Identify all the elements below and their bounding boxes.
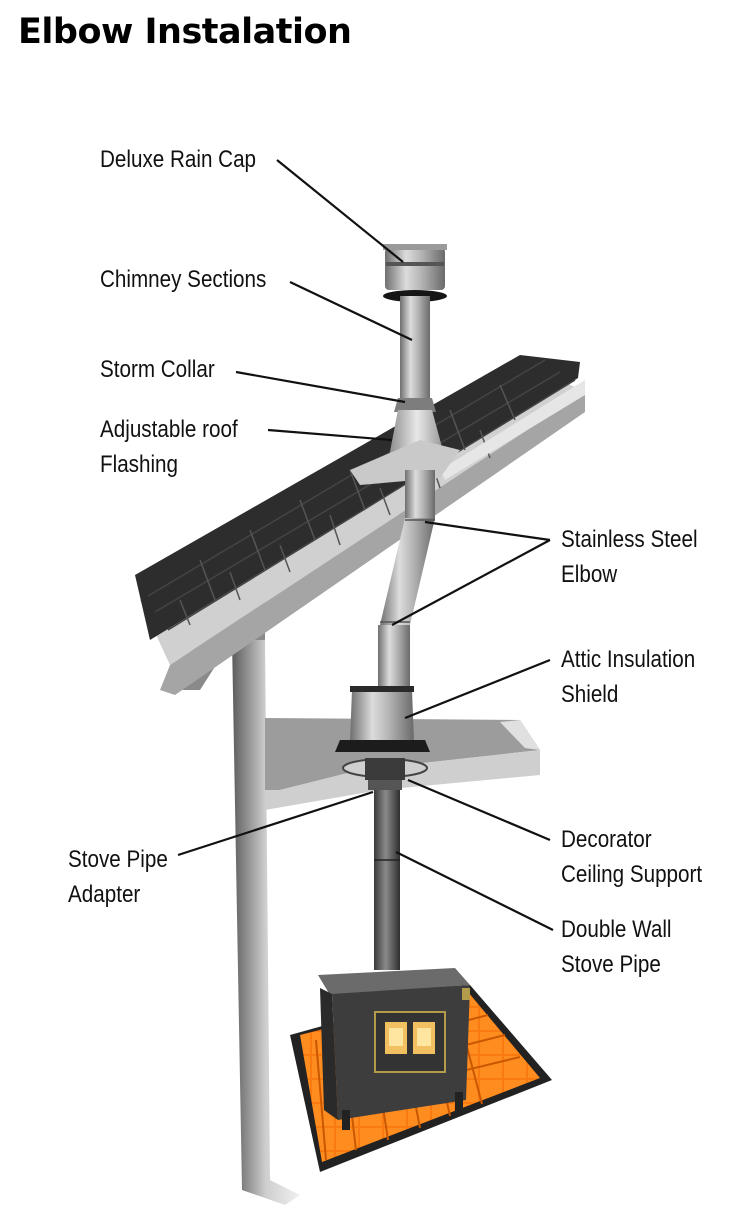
roof-fascia: [440, 380, 585, 480]
label-stove-pipe-adapter: Stove Pipe Adapter: [68, 842, 168, 912]
leader-storm-collar: [235, 370, 406, 404]
ceiling-joist: [265, 718, 540, 790]
label-adapter-line1: Stove Pipe: [68, 846, 168, 873]
leader-elbow-top: [424, 520, 551, 542]
label-decorator-line1: Decorator: [561, 826, 652, 853]
leader-chimney-sections: [289, 281, 413, 341]
label-roof-flashing-line2: Flashing: [100, 451, 179, 478]
label-attic-line2: Shield: [561, 681, 619, 708]
roof-shingles: [135, 355, 580, 640]
roof-rafter-face: [160, 392, 585, 695]
stove-body-side: [320, 988, 338, 1120]
label-attic-line1: Attic Insulation: [561, 646, 696, 673]
label-double-wall-line2: Stove Pipe: [561, 951, 661, 978]
vertical-wall: [232, 640, 300, 1205]
attic-insulation-shield: [350, 690, 414, 742]
roof: [135, 355, 585, 695]
stove-top: [318, 968, 470, 995]
elbow: [380, 518, 435, 625]
chimney-section: [400, 296, 430, 406]
label-storm-collar: Storm Collar: [100, 356, 215, 383]
label-roof-flashing: Adjustable roof Flashing: [100, 412, 238, 482]
chimney: [335, 244, 460, 970]
label-double-wall-line1: Double Wall: [561, 916, 672, 943]
leader-rain-cap: [276, 159, 404, 263]
leader-decorator: [407, 778, 551, 842]
wood-stove: [318, 968, 470, 1130]
leader-attic-shield: [404, 658, 551, 720]
label-attic-insulation-shield: Attic Insulation Shield: [561, 642, 695, 712]
label-double-wall-stove-pipe: Double Wall Stove Pipe: [561, 912, 672, 982]
leader-elbow-bottom: [391, 539, 551, 626]
double-wall-stove-pipe: [374, 790, 400, 970]
label-deluxe-rain-cap: Deluxe Rain Cap: [100, 146, 257, 173]
label-decorator-ceiling-support: Decorator Ceiling Support: [561, 822, 702, 892]
label-roof-flashing-line1: Adjustable roof: [100, 416, 238, 443]
leader-lines: [177, 159, 554, 931]
label-stainless-steel-elbow: Stainless Steel Elbow: [561, 522, 698, 592]
leader-double-wall: [395, 851, 554, 931]
label-decorator-line2: Ceiling Support: [561, 861, 703, 888]
label-elbow-line1: Stainless Steel: [561, 526, 698, 553]
page-title: Elbow Instalation: [18, 12, 352, 52]
leader-roof-flashing: [267, 428, 393, 442]
leader-adapter: [177, 790, 374, 857]
label-elbow-line2: Elbow: [561, 561, 618, 588]
ceiling-joist-end: [500, 720, 540, 750]
label-chimney-sections: Chimney Sections: [100, 266, 267, 293]
label-adapter-line2: Adapter: [68, 881, 141, 908]
